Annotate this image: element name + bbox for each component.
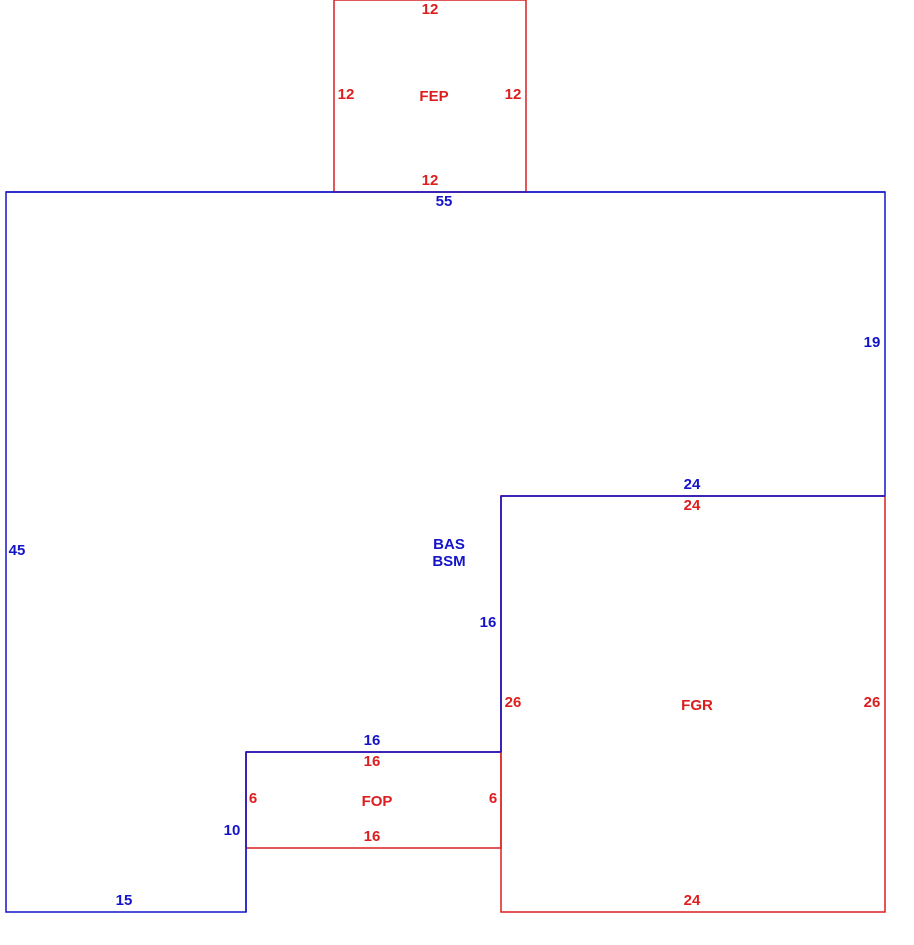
- fop-area-label: FOP: [362, 793, 393, 810]
- bas-notch-top-dim: 24: [684, 476, 701, 493]
- bas-top-dim: 55: [436, 193, 453, 210]
- bas-notch-left-dim: 16: [480, 614, 497, 631]
- bas-right-dim: 19: [864, 334, 881, 351]
- fgr-area-label: FGR: [681, 697, 713, 714]
- bas-area-label: BAS: [433, 536, 465, 553]
- fep-left-dim: 12: [338, 86, 355, 103]
- fgr-top-dim: 24: [684, 497, 701, 514]
- fop-bottom-dim: 16: [364, 828, 381, 845]
- fep-bottom-dim: 12: [422, 172, 439, 189]
- bas-porch-top-dim: 16: [364, 732, 381, 749]
- bas-left-dim: 45: [9, 542, 26, 559]
- fep-area-label: FEP: [419, 88, 448, 105]
- fep-right-dim: 12: [505, 86, 522, 103]
- bsm-area-label: BSM: [432, 553, 465, 570]
- bas-bottom-dim: 15: [116, 892, 133, 909]
- fgr-bottom-dim: 24: [684, 892, 701, 909]
- fgr-left-dim: 26: [505, 694, 522, 711]
- fgr-right-dim: 26: [864, 694, 881, 711]
- fep-top-dim: 12: [422, 1, 439, 18]
- bas-porch-left-dim: 10: [224, 822, 241, 839]
- fop-left-dim: 6: [249, 790, 257, 807]
- fop-top-dim: 16: [364, 753, 381, 770]
- fop-right-dim: 6: [489, 790, 497, 807]
